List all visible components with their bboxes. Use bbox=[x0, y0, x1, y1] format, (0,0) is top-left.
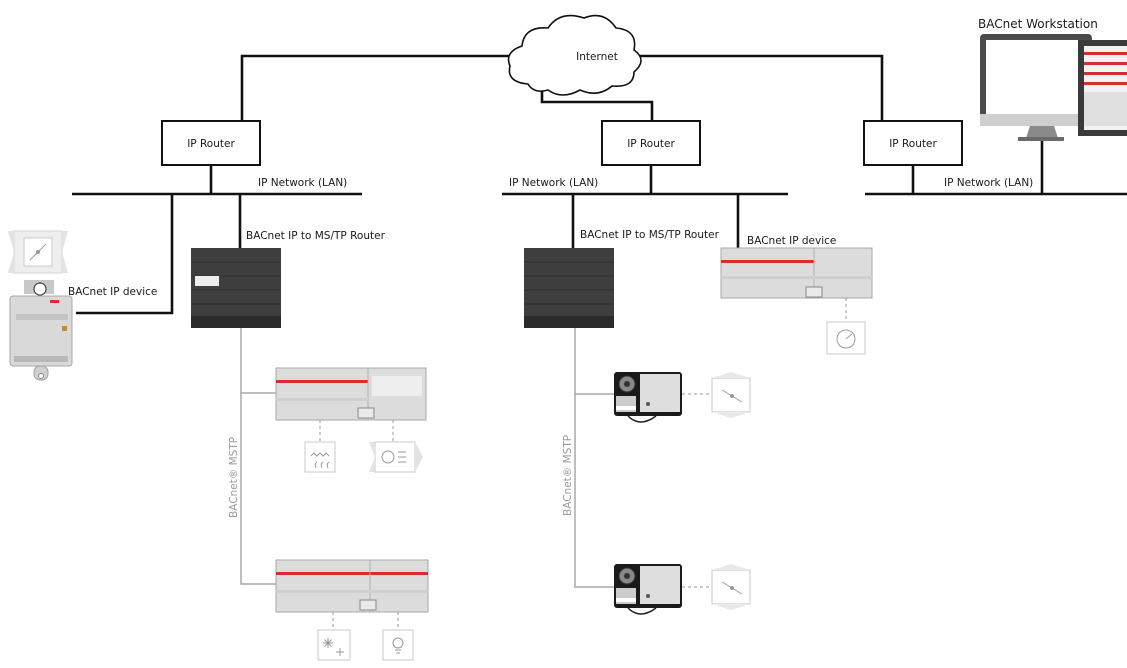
internet-links bbox=[240, 54, 884, 121]
light-bulb-icon bbox=[382, 612, 414, 661]
bacnet-ip-device-left: BACnet IP device bbox=[8, 230, 157, 381]
bacnet-workstation: BACnet Workstation bbox=[978, 17, 1127, 141]
mstp-router-left-label: BACnet IP to MS/TP Router bbox=[246, 230, 386, 242]
mstp-bus-left: BACnet® MSTP bbox=[228, 328, 276, 585]
heater-icon bbox=[304, 420, 336, 473]
mstp-router-left: BACnet IP to MS/TP Router bbox=[191, 230, 386, 328]
damper-icon bbox=[682, 564, 751, 610]
lan-right-label: IP Network (LAN) bbox=[944, 177, 1033, 189]
damper-icon bbox=[682, 372, 751, 418]
damper-icon bbox=[23, 237, 53, 267]
damper-actuator-2 bbox=[614, 564, 682, 615]
snowflake-icon bbox=[317, 612, 351, 661]
bacnet-ip-device-center: BACnet IP device bbox=[720, 235, 873, 299]
ip-router-center: IP Router bbox=[601, 120, 701, 166]
fan-coil-icon bbox=[369, 420, 423, 473]
bacnet-ip-device-center-label: BACnet IP device bbox=[747, 235, 836, 247]
internet-label: Internet bbox=[576, 51, 618, 63]
lan-right: IP Network (LAN) bbox=[865, 177, 1127, 196]
mstp-router-center: BACnet IP to MS/TP Router bbox=[524, 229, 720, 328]
controller-left-2 bbox=[275, 559, 429, 613]
mstp-router-center-label: BACnet IP to MS/TP Router bbox=[580, 229, 720, 241]
lan-center-label: IP Network (LAN) bbox=[509, 177, 598, 189]
damper-actuator-1 bbox=[614, 372, 682, 423]
controller-left-1 bbox=[275, 367, 427, 421]
ip-router-right-label: IP Router bbox=[889, 138, 937, 150]
mstp-bus-center-label: BACnet® MSTP bbox=[562, 435, 574, 516]
bacnet-ip-device-left-label: BACnet IP device bbox=[68, 286, 157, 298]
mstp-bus-center: BACnet® MSTP bbox=[562, 328, 614, 588]
ip-router-right: IP Router bbox=[863, 120, 963, 166]
clock-icon bbox=[33, 282, 47, 296]
lan-left: IP Network (LAN) bbox=[72, 177, 362, 196]
lan-left-label: IP Network (LAN) bbox=[258, 177, 347, 189]
ip-router-left: IP Router bbox=[161, 120, 261, 166]
mstp-bus-left-label: BACnet® MSTP bbox=[228, 437, 240, 518]
ip-router-center-label: IP Router bbox=[627, 138, 675, 150]
lan-center: IP Network (LAN) bbox=[502, 177, 788, 196]
internet-cloud: Internet bbox=[507, 14, 642, 96]
workstation-label: BACnet Workstation bbox=[978, 17, 1098, 31]
ip-router-left-label: IP Router bbox=[187, 138, 235, 150]
gauge-icon bbox=[826, 298, 866, 355]
